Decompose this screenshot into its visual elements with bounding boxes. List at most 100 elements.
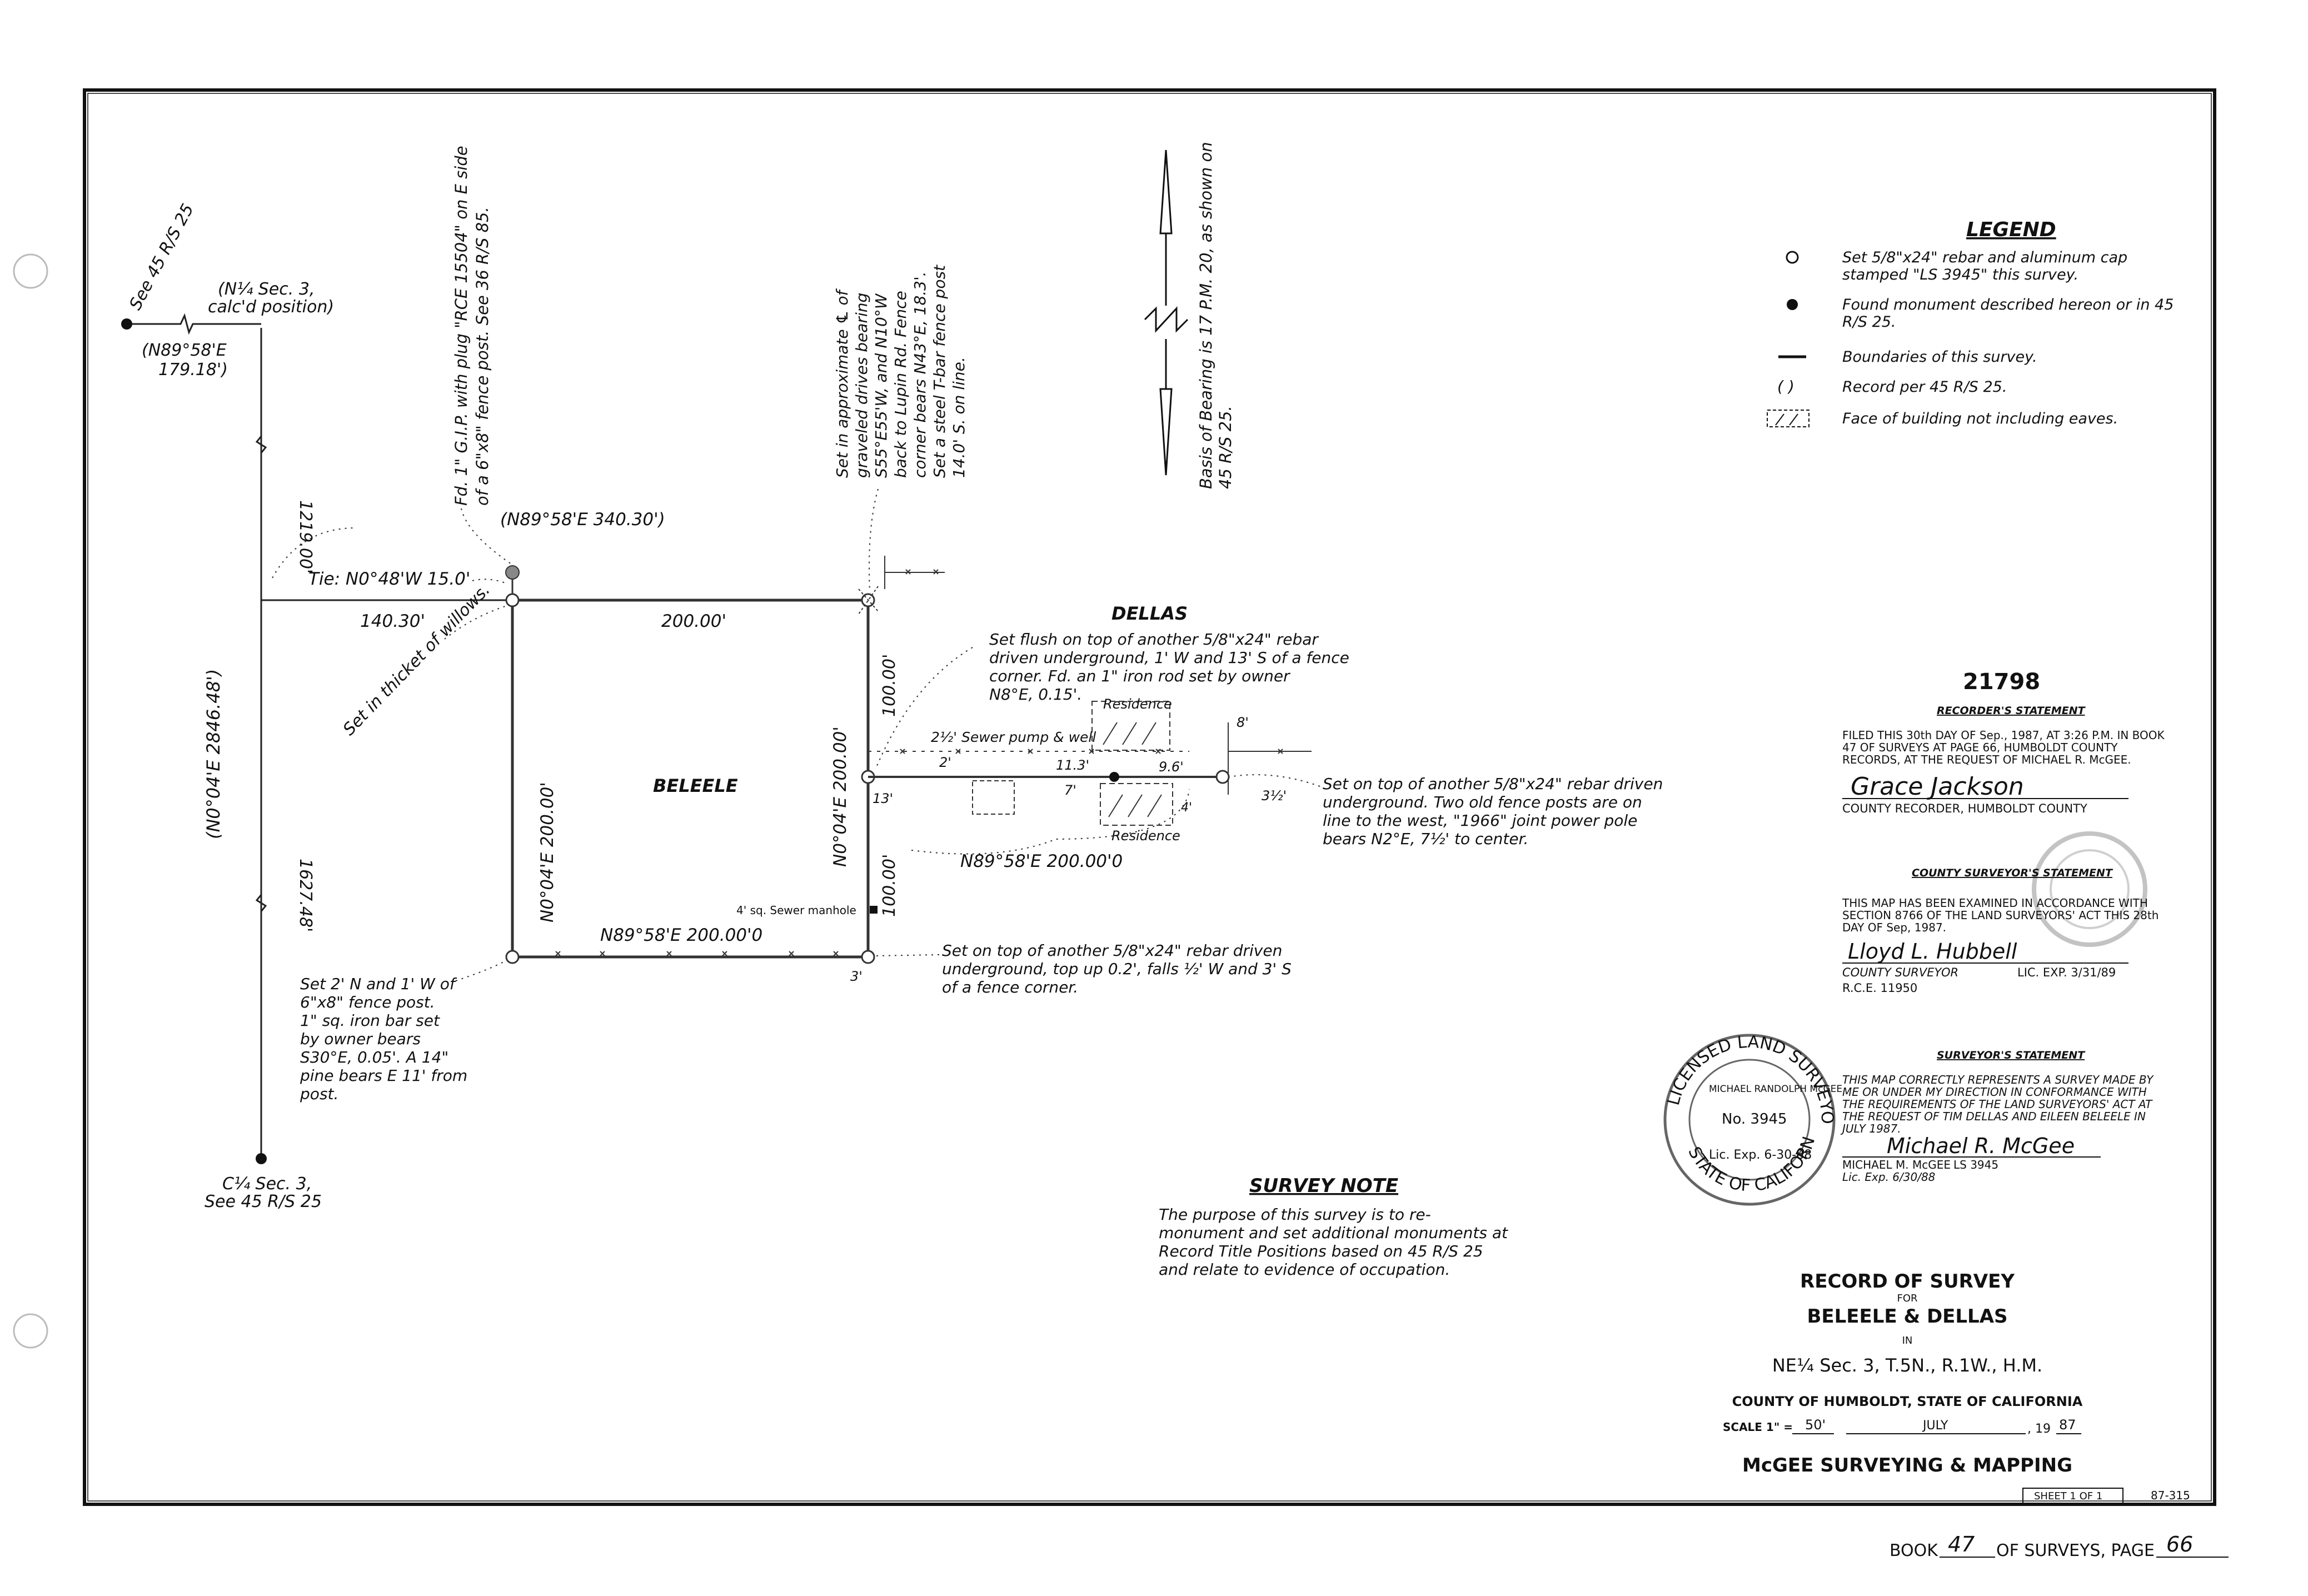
manhole-label: 4' sq. Sewer manhole [736,904,856,917]
book-label: BOOK [1890,1541,1938,1560]
county-surveyor-signature: Lloyd L. Hubbell [1848,939,2017,964]
title-line1: RECORD OF SURVEY [1800,1270,2015,1293]
sw-note-6: pine bears E 11' from [300,1066,467,1085]
total-2846: (N0°04'E 2846.48') [203,669,224,839]
surveyor-line3: THE REQUIREMENTS OF THE LAND SURVEYORS' … [1842,1098,2153,1111]
year: 87 [2059,1417,2076,1433]
se-note-2: underground, top up 0.2', falls ½' W and… [942,960,1292,978]
sewer-pump-box [972,780,1015,815]
sw-note-2: 6"x8" fence post. [300,993,435,1011]
hatch-box-icon [1767,410,1809,427]
leader-se [875,954,940,956]
see-ref-top: See 45 R/S 25 [126,201,198,313]
residence-lower-hatch [1100,783,1173,826]
recorder-signature: Grace Jackson [1851,772,2024,801]
surveyor-signature: Michael R. McGee [1887,1134,2075,1158]
dim-7: 7' [1064,782,1076,798]
set-monument-se [861,950,875,964]
county-surveyor-rce: R.C.E. 11950 [1842,981,1917,995]
book-value: 47 [1948,1532,1975,1557]
surveyor-title: SURVEYOR'S STATEMENT [1937,1049,2086,1061]
fence-ticks-east [868,749,1283,754]
found-monument-east [1109,772,1119,782]
calc-position: calc'd position) [208,297,334,317]
dim-11-3: 11.3' [1056,757,1089,773]
seal-exp: Lic. Exp. 6-30-88 [1709,1148,1812,1162]
se-note-1: Set on top of another 5/8"x24" rebar dri… [942,941,1282,960]
surveyor-line2: ME OR UNDER MY DIRECTION IN CONFORMANCE … [1842,1085,2147,1099]
leader-flush [875,647,973,770]
south-line-label: N89°58'E 200.00'0 [600,925,762,945]
fd-gip-note-2: of a 6"x8" fence post. See 36 R/S 85. [473,207,492,506]
title-line4: IN [1902,1335,1913,1346]
survey-note-title: SURVEY NOTE [1249,1175,1398,1197]
dim-4: 4' [1181,801,1192,815]
binder-hole [13,1313,48,1349]
residence-upper: Residence [1103,696,1172,712]
survey-note-2: monument and set additional monuments at [1159,1224,1508,1242]
north-arrow-note-2: 45 R/S 25. [1216,406,1235,489]
legend-item-5: Face of building not including eaves. [1842,410,2118,427]
se-note-3: of a fence corner. [942,978,1078,996]
c-quarter-label: C¼ Sec. 3, [222,1174,312,1194]
gravel-note-1: Set in approximate ℄ of [833,288,851,478]
filled-circle-icon [1787,299,1798,310]
open-circle-icon [1786,251,1799,264]
north-arrow-icon [1144,149,1189,476]
seal-name: MICHAEL RANDOLPH McGEE [1709,1084,1842,1095]
set-top-note-1: Set on top of another 5/8"x24" rebar dri… [1323,775,1663,793]
title-line2: FOR [1897,1293,1917,1304]
sw-note-7: post. [300,1085,338,1103]
recorder-role: COUNTY RECORDER, HUMBOLDT COUNTY [1842,802,2087,815]
leader-set-top [1229,774,1320,787]
residence-upper-hatch [1091,701,1170,751]
dim-9-6: 9.6' [1159,759,1184,775]
surveyor-seal [1663,1034,1836,1206]
county-surveyor-lic: LIC. EXP. 3/31/89 [2017,966,2116,979]
ne-corner-detail [858,556,945,615]
gravel-note-7: 14.0' S. on line. [950,357,968,478]
year-prefix: , 19 [2027,1422,2051,1436]
county-surveyor-line2: SECTION 8766 OF THE LAND SURVEYORS' ACT … [1842,909,2159,922]
dim-8: 8' [1237,715,1249,730]
month: JULY [1922,1419,1948,1433]
fence-line-south [555,951,839,956]
leader-sw [455,960,507,981]
residence-lower: Residence [1111,828,1180,844]
c-quarter-see: See 45 R/S 25 [205,1192,322,1211]
north-arrow-note-1: Basis of Bearing is 17 P.M. 20, as shown… [1197,142,1215,489]
job-number: 87-315 [2151,1489,2190,1502]
sewer-pump: 2½' Sewer pump & well [931,729,1096,745]
found-monument-north-quarter [121,318,132,330]
east-lower-dist: 100.00' [880,854,899,917]
set-top-note-3: line to the west, "1966" joint power pol… [1323,811,1637,830]
legend-item-4: Record per 45 R/S 25. [1842,378,2007,396]
legend-item-3: Boundaries of this survey. [1842,348,2037,366]
sheet-inner-border [87,93,2212,1502]
owner-dellas: DELLAS [1111,603,1188,624]
set-monument-far-east [1215,770,1230,784]
seal-state: STATE OF CALIFORNIA [0,0,1819,1195]
title-line5: NE¼ Sec. 3, T.5N., R.1W., H.M. [1772,1355,2042,1376]
doc-number: 21798 [1963,669,2040,695]
found-monument-center-quarter [256,1153,267,1164]
west-section-line [127,313,511,1159]
county-surveyor-line3: DAY OF Sep, 1987. [1842,921,1946,934]
leader-fd-gip [461,508,512,565]
scale-label: SCALE 1" = [1723,1420,1793,1434]
east-upper-dist: 100.00' [880,654,899,717]
sw-note-1: Set 2' N and 1' W of [300,975,457,993]
surveyor-line4: THE REQUEST OF TIM DELLAS AND EILEEN BEL… [1842,1110,2146,1123]
owner-beleele: BELEELE [653,775,738,796]
set-top-note-4: bears N2°E, 7½' to center. [1323,830,1528,848]
gravel-note-3: S55°E55'W, and N10°W [872,293,890,478]
gravel-note-5: corner bears N43°E, 18.3'. [911,271,929,478]
recorder-line1: FILED THIS 30th DAY OF Sep., 1987, AT 3:… [1842,729,2165,742]
surveyor-name: MICHAEL M. McGEE [1842,1158,1951,1171]
set-monument-nw [505,593,520,607]
county-surveyor-line1: THIS MAP HAS BEEN EXAMINED IN ACCORDANCE… [1842,896,2148,910]
west-line-label: N0°04'E 200.00' [537,782,557,922]
title-line6: COUNTY OF HUMBOLDT, STATE OF CALIFORNIA [1732,1394,2083,1409]
leader-tie [472,578,507,584]
surveyor-lic: Lic. Exp. 6/30/88 [1842,1170,1935,1184]
